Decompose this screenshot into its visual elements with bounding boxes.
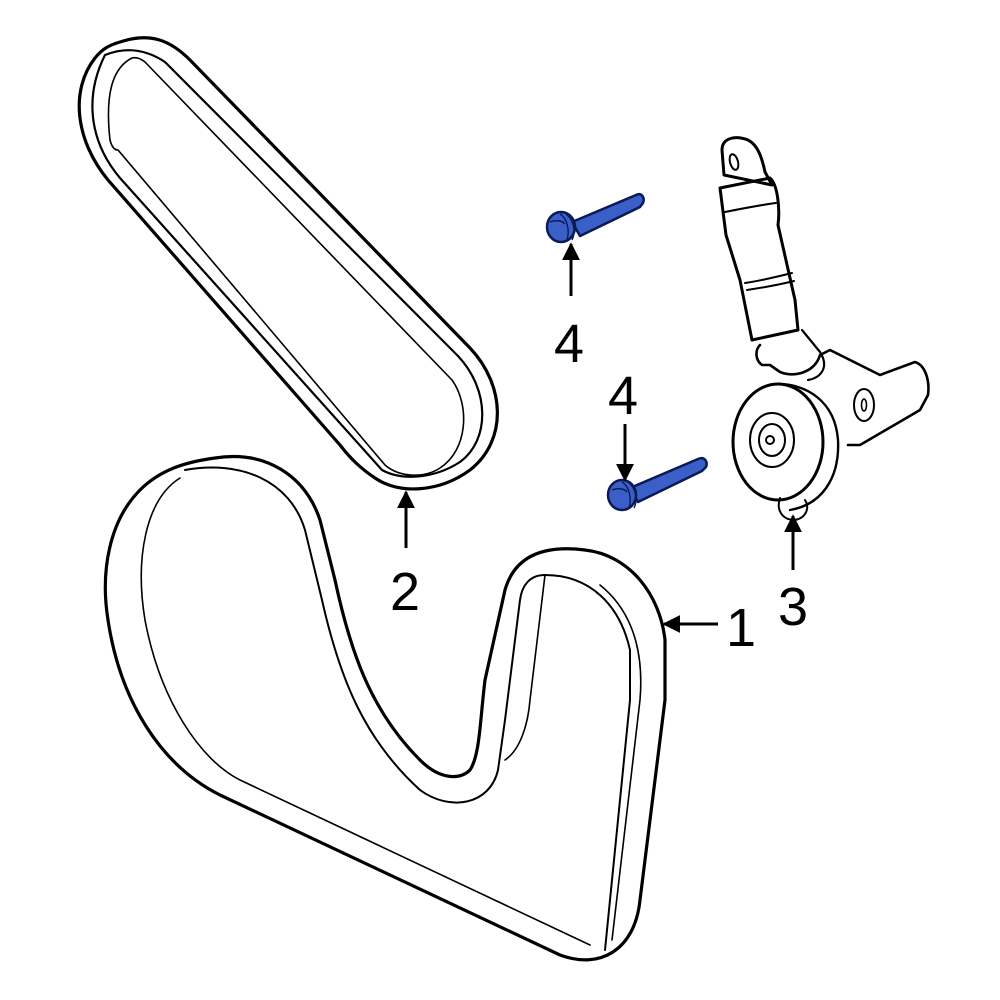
belt-large-part-1[interactable] (103, 455, 667, 962)
callout-label-2: 2 (390, 562, 420, 622)
belt-small-part-2[interactable] (77, 36, 499, 491)
bolt-lower-part-4[interactable] (606, 457, 708, 512)
callout-label-3: 3 (778, 577, 808, 637)
callout-arrows (397, 242, 802, 633)
belt-tensioner-part-3[interactable] (718, 136, 930, 521)
callout-label-4-upper: 4 (554, 314, 584, 374)
bolt-upper-part-4[interactable] (545, 193, 645, 244)
callout-label-1: 1 (726, 598, 756, 658)
callout-label-4-lower: 4 (608, 366, 638, 426)
